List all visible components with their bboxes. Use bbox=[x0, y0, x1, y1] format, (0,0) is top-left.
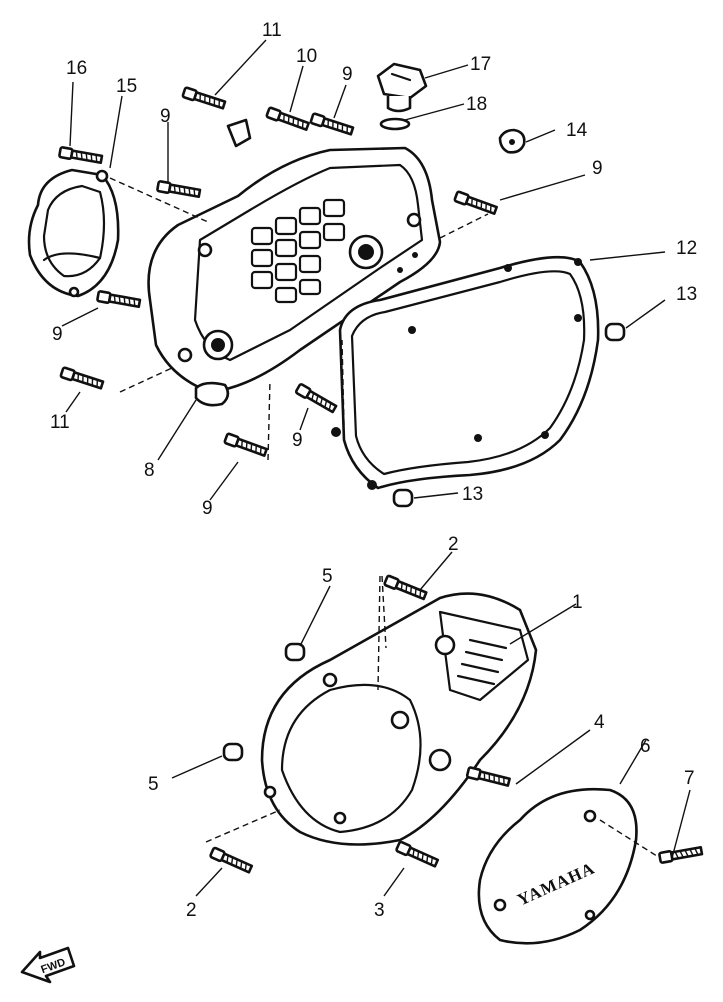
callout-label: 5 bbox=[322, 566, 333, 587]
callout-label: 9 bbox=[202, 498, 213, 519]
plug-part-14 bbox=[498, 128, 526, 154]
crankcase-cover-icon bbox=[147, 146, 442, 407]
callout-label: 10 bbox=[296, 46, 317, 67]
gasket-icon bbox=[331, 255, 600, 490]
cover-mesh bbox=[250, 198, 346, 304]
callout-label: 13 bbox=[676, 284, 697, 305]
callout-label: 2 bbox=[448, 534, 459, 555]
callout-label: 7 bbox=[684, 768, 695, 789]
forward-arrow-icon: FWD bbox=[20, 946, 76, 984]
callout-label: 11 bbox=[50, 412, 70, 433]
callout-label: 12 bbox=[676, 238, 697, 259]
callout-label: 9 bbox=[292, 430, 303, 451]
callout-label: 2 bbox=[186, 900, 197, 921]
callout-label: 1 bbox=[572, 592, 583, 613]
callout-label: 3 bbox=[374, 900, 385, 921]
callout-label: 9 bbox=[592, 158, 603, 179]
dowel-pin-icon bbox=[392, 322, 626, 508]
callout-label: 5 bbox=[148, 774, 159, 795]
yamaha-cover-part-6: YAMAHA bbox=[477, 787, 638, 945]
callout-label: 17 bbox=[470, 54, 491, 75]
callout-label: 15 bbox=[116, 76, 137, 97]
o-ring-icon bbox=[379, 117, 411, 131]
callout-label: 9 bbox=[52, 324, 63, 345]
seal-guard-part-15 bbox=[27, 168, 120, 298]
callout-label: 11 bbox=[262, 20, 282, 41]
callout-label: 8 bbox=[144, 460, 155, 481]
callout-label: 9 bbox=[342, 64, 353, 85]
clip-part bbox=[226, 118, 252, 148]
callout-label: 16 bbox=[66, 58, 87, 79]
oil-filler-cap-icon bbox=[376, 62, 428, 113]
dowel-pin-icon bbox=[222, 642, 306, 762]
callout-label: 4 bbox=[594, 712, 605, 733]
callout-label: 18 bbox=[466, 94, 487, 115]
callout-label: 14 bbox=[566, 120, 588, 141]
leader-lines-upper bbox=[61, 39, 666, 501]
callout-labels: 16 15 11 10 9 17 18 14 9 9 12 13 9 11 8 … bbox=[50, 20, 697, 921]
callout-label: 6 bbox=[640, 736, 651, 757]
flywheel-cover-icon bbox=[260, 592, 538, 846]
callout-label: 9 bbox=[160, 106, 171, 127]
callout-label: 13 bbox=[462, 484, 483, 505]
leader-lines-lower bbox=[171, 551, 691, 897]
